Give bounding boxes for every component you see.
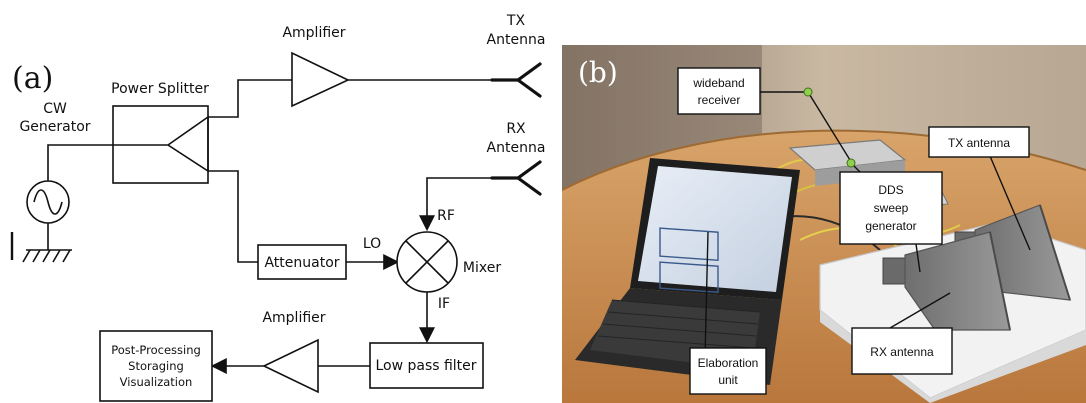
wideband-receiver-label-line1: wideband [692, 76, 744, 90]
rf-port-label: RF [437, 208, 455, 224]
if-port-label: IF [438, 296, 450, 312]
low-pass-filter-box [369, 342, 484, 389]
callout-elaboration-unit [689, 347, 767, 395]
callout-wideband-receiver [677, 67, 761, 115]
laptop-elaboration-unit [575, 158, 800, 385]
dds-label-line1: DDS [878, 183, 903, 197]
elaboration-unit-label-line1: Elaboration [698, 356, 759, 370]
lo-port-label: LO [363, 236, 381, 252]
receiver-pointer-dot [803, 87, 813, 97]
panel-b-photo: (b) wideband receiver TX antenna DDS swe… [562, 45, 1086, 403]
post-processing-box [99, 330, 213, 402]
power-splitter-label: Power Splitter [111, 81, 209, 97]
panel-a-diagram: (a) CW Generator Power Splitter Amplifie… [10, 13, 546, 402]
amplifier-top-label: Amplifier [282, 25, 345, 41]
rx-antenna-photo-label: RX antenna [870, 345, 934, 359]
callout-tx-antenna [928, 126, 1030, 158]
panel-b-tag: (b) [578, 56, 618, 89]
attenuator-box [257, 244, 347, 280]
rx-antenna-label-line2: Antenna [487, 140, 546, 156]
mixer-label: Mixer [463, 260, 501, 276]
panel-a-tag: (a) [12, 61, 53, 96]
rx-horn-antenna [882, 231, 1011, 331]
dds-pointer-dot [846, 158, 856, 168]
amplifier-top-icon [291, 51, 350, 108]
splitter-triangle-icon [113, 115, 209, 173]
cw-generator-label-line1: CW [43, 101, 67, 117]
elaboration-unit-label-line2: unit [718, 373, 738, 387]
callout-rx-antenna [851, 327, 953, 375]
dds-label-line3: generator [865, 219, 916, 233]
attenuator-label: Attenuator [264, 255, 339, 271]
post-processing-line3: Visualization [120, 375, 193, 389]
tx-antenna-icon [490, 62, 542, 98]
post-processing-line1: Post-Processing [111, 343, 201, 357]
wire-generator-to-splitter [47, 144, 113, 181]
wire-rx-to-mixer [419, 177, 495, 232]
tx-antenna-label-line2: Antenna [487, 32, 546, 48]
tx-antenna-photo-label: TX antenna [948, 136, 1010, 150]
amplifier-bottom-label: Amplifier [262, 310, 325, 326]
post-processing-line2: Storaging [128, 359, 184, 373]
wideband-receiver-label-line2: receiver [698, 93, 741, 107]
cw-generator-label-line2: Generator [19, 119, 90, 135]
amplifier-bottom-icon [262, 338, 319, 394]
callout-dds-sweep-generator [839, 171, 943, 245]
low-pass-filter-label: Low pass filter [375, 358, 476, 374]
rx-antenna-label-line1: RX [506, 121, 526, 137]
tx-antenna-label-line1: TX [506, 13, 526, 29]
rx-antenna-icon [490, 160, 542, 196]
dds-label-line2: sweep [874, 201, 909, 215]
sine-wave-icon [33, 189, 63, 215]
